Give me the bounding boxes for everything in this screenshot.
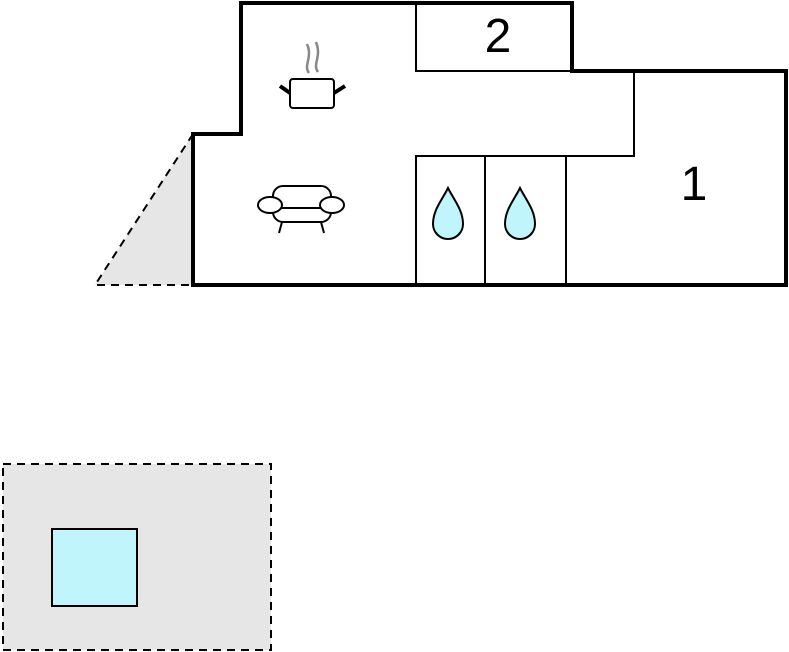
outer-walls — [191, 1, 788, 287]
terrace-triangle — [93, 130, 194, 286]
pool-icon — [51, 528, 138, 607]
water-drop-icon — [431, 185, 465, 240]
room-1-label: 1 — [681, 158, 708, 211]
room-2-label: 2 — [485, 10, 512, 63]
sofa-icon — [257, 185, 345, 234]
water-drop-icon — [503, 185, 537, 240]
kitchen-pot-icon — [278, 41, 347, 109]
inner-walls — [415, 3, 635, 285]
